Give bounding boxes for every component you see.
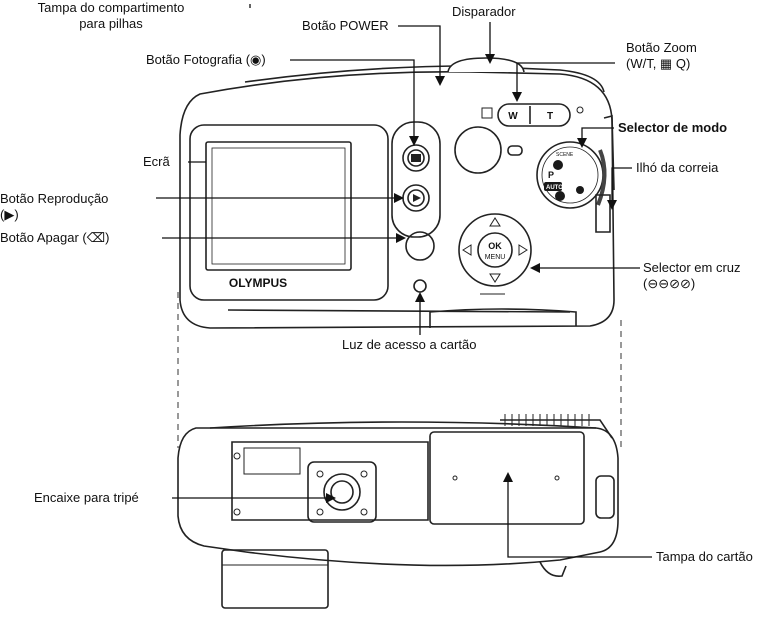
leader-card-cover: [503, 472, 652, 558]
zoom-t-text: T: [547, 111, 553, 122]
label-battery-cover-line1: Tampa do compartimento: [37, 0, 185, 15]
dial-markings: [544, 160, 584, 201]
label-screen: Ecrã: [143, 154, 170, 169]
label-mode-selector: Selector de modo: [618, 120, 728, 135]
camera-body-outline: [179, 71, 615, 329]
ok-text: OK: [488, 241, 502, 251]
dial-scene-text: SCENE: [556, 152, 574, 158]
view-connector-lines: [177, 292, 622, 448]
camera-text: OLYMPUS OK MENU W T P AUTO SCENE: [229, 111, 574, 290]
dial-auto-text: AUTO: [546, 185, 563, 191]
label-battery-cover: Tampa do compartimento para pilhas: [0, 0, 222, 32]
label-power-button: Botão POWER: [302, 18, 389, 33]
battery-cover: [231, 441, 429, 521]
label-playback-line2: (▶): [0, 207, 19, 222]
tripod-socket-ring: [323, 473, 361, 511]
label-arrow-pad: Selector em cruz (⊖⊖⊘⊘): [643, 260, 741, 292]
strap-eyelet: [595, 194, 611, 233]
label-card-access-light: Luz de acesso a cartão: [342, 337, 477, 352]
leader-photo: [290, 59, 419, 146]
bottom-body-outline: [177, 427, 619, 567]
label-playback-line1: Botão Reprodução: [0, 191, 109, 206]
label-photo-button: Botão Fotografia (◉): [146, 52, 266, 67]
camera-top-edge: [244, 65, 605, 93]
leader-power: [398, 25, 445, 86]
label-zoom-line1: Botão Zoom: [626, 40, 697, 55]
menu-text: MENU: [485, 254, 506, 261]
button-panel: [391, 121, 441, 238]
label-arrow-pad-line1: Selector em cruz: [643, 260, 741, 275]
label-playback: Botão Reprodução (▶): [0, 191, 108, 223]
label-strap-eyelet: Ilhó da correia: [636, 160, 719, 175]
label-tripod-socket: Encaixe para tripé: [34, 490, 139, 505]
lens-barrel: [221, 549, 329, 609]
arrow-pad: [458, 213, 532, 287]
leader-lines: [156, 4, 652, 558]
leader-mode: [577, 127, 614, 148]
label-battery-cover-line2: para pilhas: [79, 16, 143, 31]
card-cover-plate: [429, 431, 585, 525]
leader-strap: [607, 167, 632, 210]
dial-p-text: P: [548, 170, 554, 180]
erase-button: [405, 231, 435, 261]
top-rim-dial: [500, 419, 613, 439]
bottom-ledge: [429, 308, 577, 328]
label-zoom: Botão Zoom (W/T, ▦ Q): [626, 40, 697, 72]
camera-back-view: [179, 57, 615, 329]
tripod-socket-hole: [330, 480, 354, 504]
label-erase-button: Botão Apagar (⌫): [0, 230, 110, 245]
card-access-light-lamp: [413, 279, 427, 293]
ok-menu-button: [477, 232, 513, 268]
viewfinder: [454, 126, 502, 174]
label-shutter-button: Disparador: [452, 4, 516, 19]
side-latch: [595, 475, 615, 519]
zoom-lever: [497, 103, 571, 127]
label-arrow-pad-line2: (⊖⊖⊘⊘): [643, 276, 696, 291]
camera-bottom-view: [177, 414, 619, 609]
shutter-button-body: [447, 57, 525, 73]
screen-bezel: [189, 124, 389, 301]
brand-logo-text: OLYMPUS: [229, 276, 287, 290]
leader-zoom: [512, 62, 615, 102]
zoom-w-text: W: [508, 111, 518, 122]
label-card-cover: Tampa do cartão: [656, 549, 753, 564]
tripod-plate: [307, 461, 377, 523]
screen: [205, 141, 352, 271]
flash-sensor: [507, 145, 523, 156]
label-zoom-line2: (W/T, ▦ Q): [626, 56, 691, 71]
